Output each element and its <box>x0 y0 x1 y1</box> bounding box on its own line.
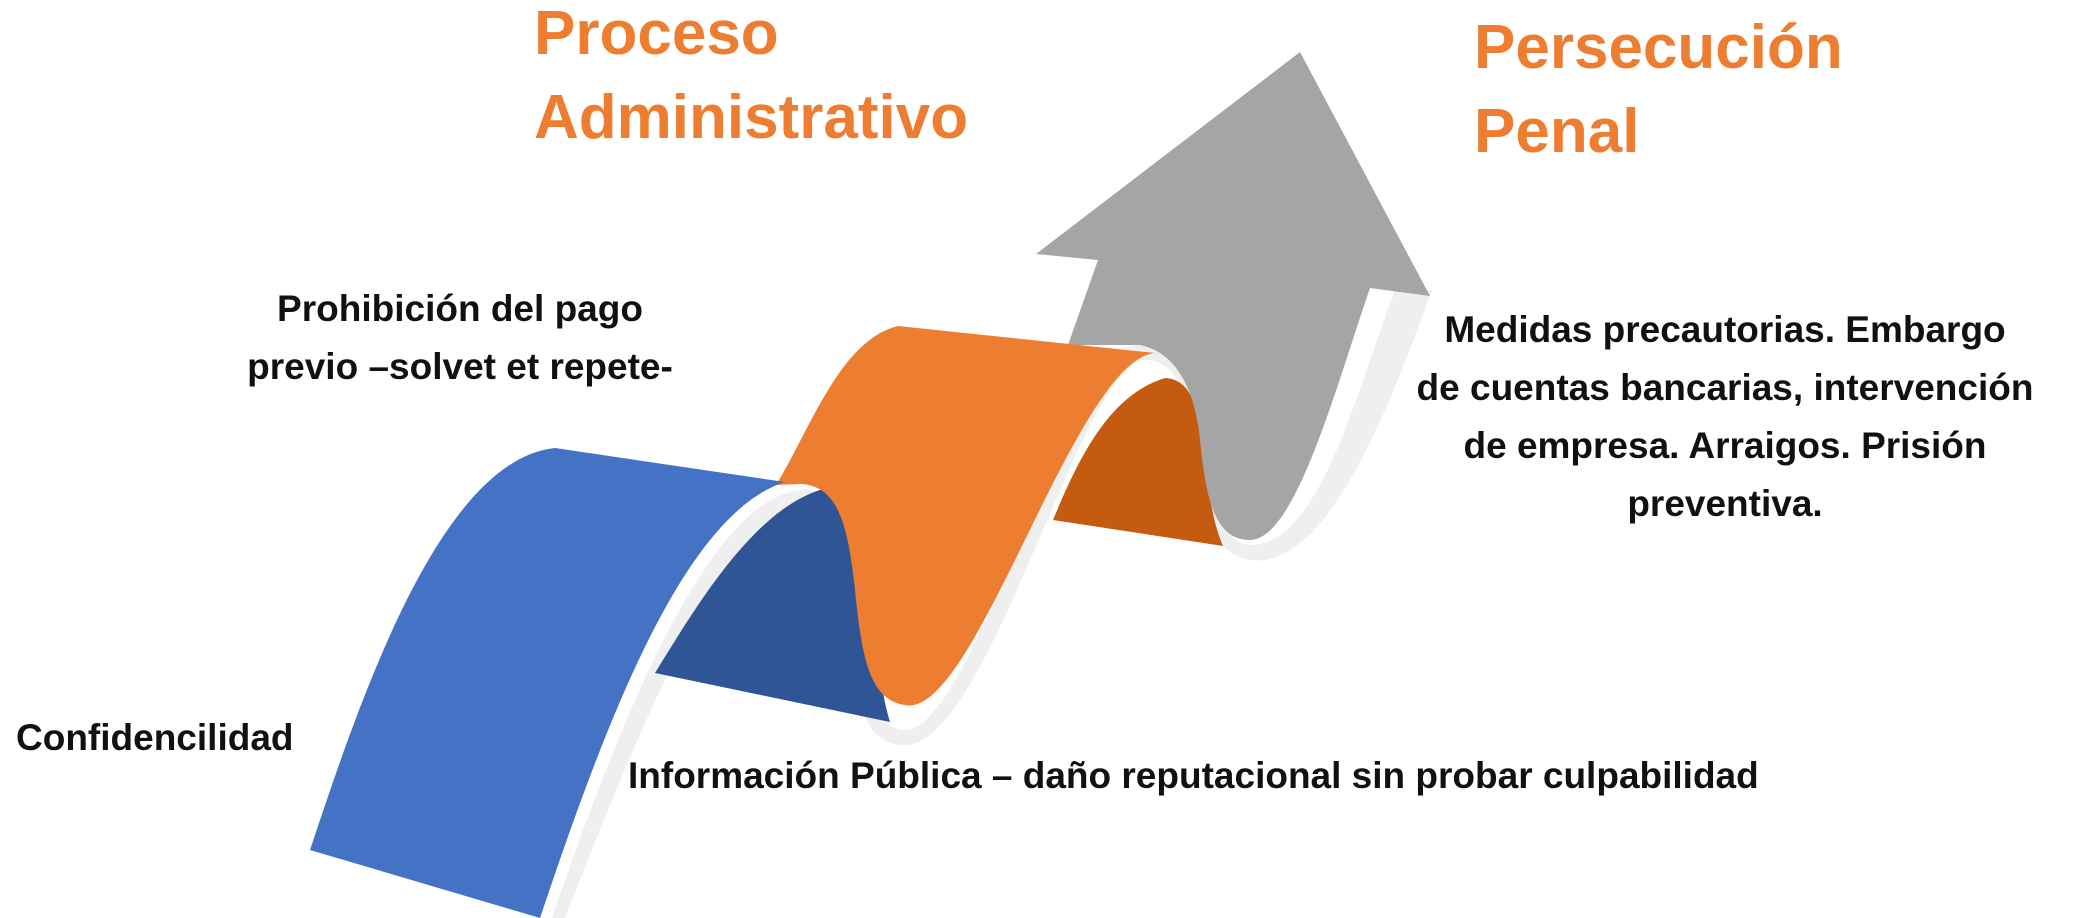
label-line: preventiva. <box>1627 483 1823 524</box>
heading-persecucion-penal: Persecución Penal <box>1474 6 1843 174</box>
label-line: previo –solvet et repete- <box>247 346 673 387</box>
label-medidas-precautorias: Medidas precautorias. Embargo de cuentas… <box>1370 301 2080 533</box>
heading-line: Proceso <box>534 0 779 68</box>
heading-line: Penal <box>1474 97 1640 166</box>
wave-orange <box>776 326 1155 706</box>
label-prohibicion-pago-previo: Prohibición del pago previo –solvet et r… <box>180 280 740 396</box>
label-line: de empresa. Arraigos. Prisión <box>1463 425 1987 466</box>
arrow-gray <box>1036 52 1430 540</box>
heading-proceso-administrativo: Proceso Administrativo <box>534 0 968 160</box>
wave-blue <box>310 448 785 918</box>
label-line: Prohibición del pago <box>277 288 643 329</box>
orange-fold-shadow <box>1053 378 1223 546</box>
label-line: Confidencilidad <box>16 717 294 758</box>
label-informacion-publica: Información Pública – daño reputacional … <box>628 747 1759 805</box>
label-confidencialidad: Confidencilidad <box>16 709 294 767</box>
heading-line: Persecución <box>1474 13 1843 82</box>
blue-fold-shadow <box>655 487 890 722</box>
label-line: de cuentas bancarias, intervención <box>1416 367 2034 408</box>
heading-line: Administrativo <box>534 83 969 152</box>
label-line: Medidas precautorias. Embargo <box>1444 309 2006 350</box>
label-line: Información Pública – daño reputacional … <box>628 755 1759 796</box>
